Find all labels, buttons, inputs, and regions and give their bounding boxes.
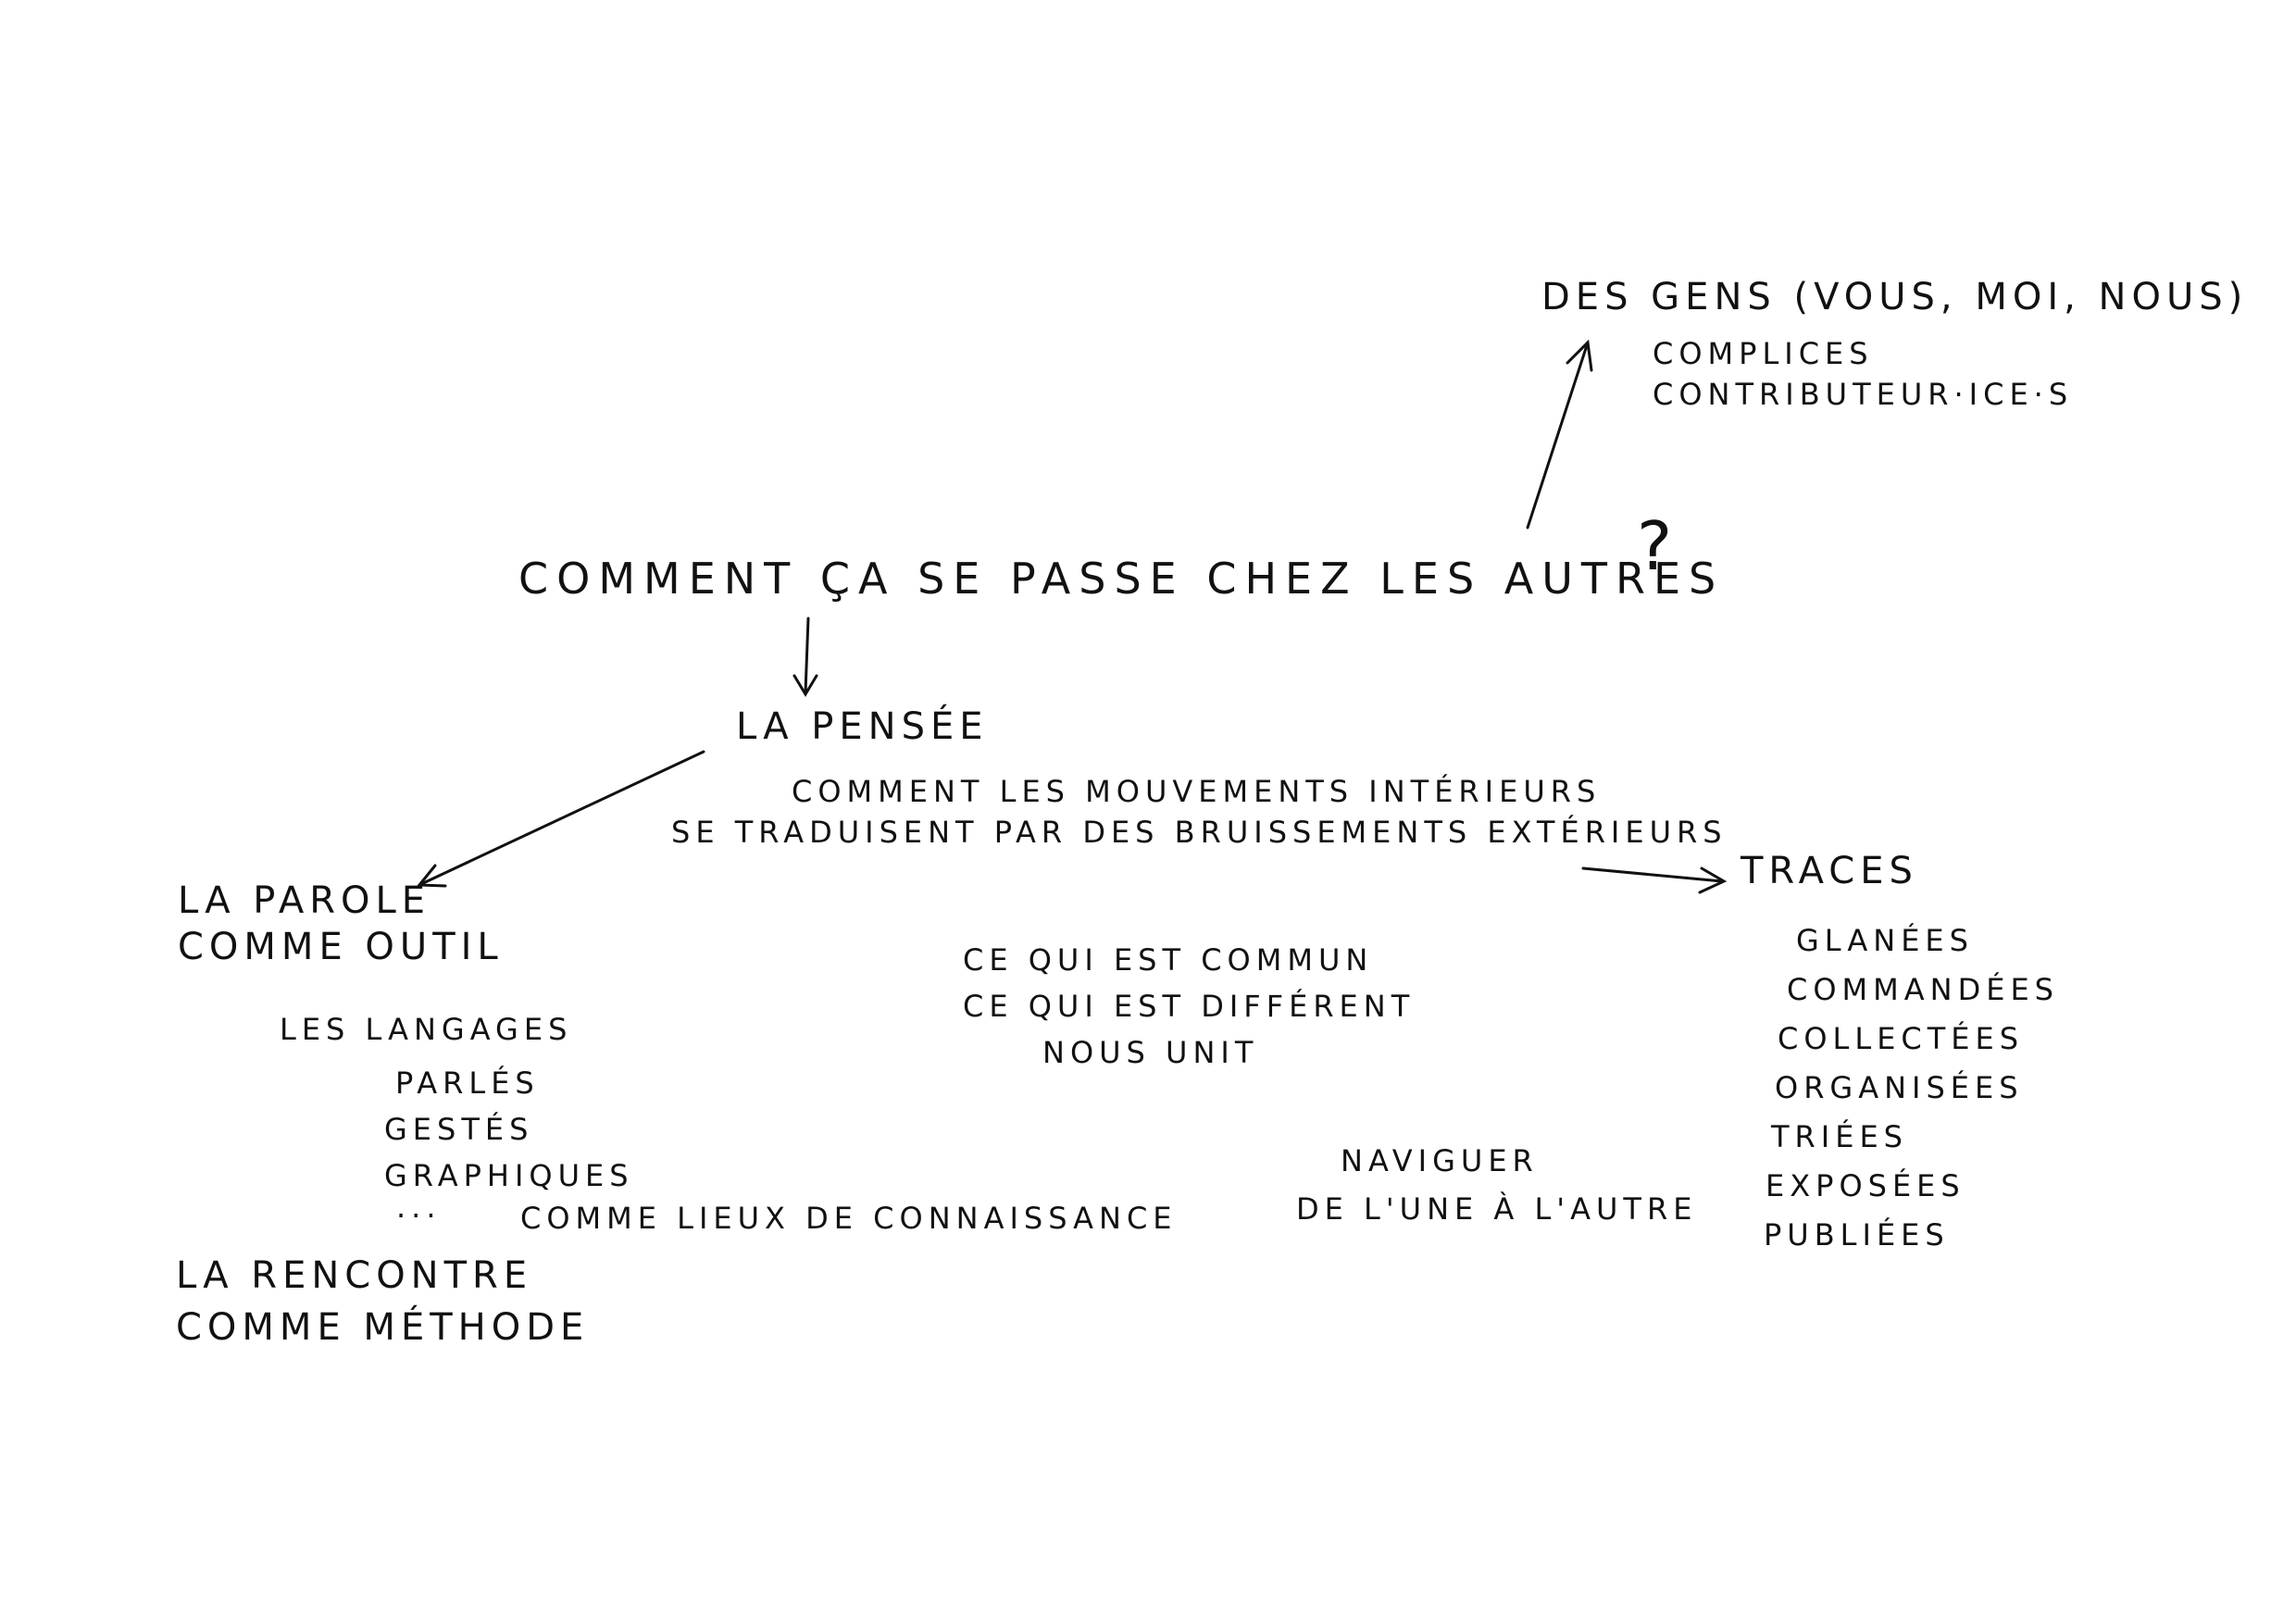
arrow-to-speech (419, 750, 705, 886)
traces-list: GLANÉES COMMANDÉES COLLECTÉES ORGANISÉES… (1764, 916, 2059, 1260)
arrow-to-thought-head (792, 674, 818, 697)
languages-ellipsis: ... (396, 1190, 442, 1225)
languages-list: PARLÉS GESTÉS GRAPHIQUES (384, 1060, 634, 1199)
central-question: COMMENT ÇA SE PASSE CHEZ LES AUTRES (518, 554, 1724, 604)
common-line: NOUS UNIT (1042, 1035, 1259, 1070)
people-title: DES GENS (VOUS, MOI, NOUS) (1541, 276, 2249, 318)
people-item: CONTRIBUTEUR·ICE·S (1653, 377, 2074, 412)
speech-line: COMME OUTIL (178, 926, 504, 968)
languages-suffix: COMME LIEUX DE CONNAISSANCE (520, 1201, 1178, 1236)
speech-line: LA PAROLE (178, 879, 431, 922)
arrow-to-people-head (1566, 339, 1593, 372)
languages-title: LES LANGAGES (280, 1012, 573, 1047)
central-question-text: COMMENT ÇA SE PASSE CHEZ LES AUTRES (518, 554, 1725, 604)
people-node: DES GENS (VOUS, MOI, NOUS) (1541, 276, 2248, 318)
traces-item: GLANÉES (1796, 923, 1974, 958)
traces-item: EXPOSÉES (1766, 1168, 1965, 1203)
traces-item: COMMANDÉES (1787, 972, 2059, 1007)
traces-item: PUBLIÉES (1764, 1217, 1950, 1252)
thought-line: SE TRADUISENT PAR DES BRUISSEMENTS EXTÉR… (671, 815, 1728, 850)
people-list: COMPLICES CONTRIBUTEUR·ICE·S (1653, 333, 2073, 415)
languages-item: GRAPHIQUES (384, 1158, 634, 1193)
thought-description: COMMENT LES MOUVEMENTS INTÉRIEURS SE TRA… (671, 771, 1728, 853)
arrow-to-traces-head (1698, 866, 1728, 894)
traces-item: ORGANISÉES (1775, 1070, 2024, 1105)
common-line: CE QUI EST COMMUN (963, 942, 1374, 978)
meeting-node: LA RENCONTRE COMME MÉTHODE (176, 1250, 589, 1353)
arrow-to-traces (1581, 866, 1724, 883)
meeting-line: LA RENCONTRE (176, 1254, 533, 1297)
arrow-to-people (1526, 341, 1590, 530)
meeting-line: COMME MÉTHODE (176, 1306, 590, 1349)
thought-line: COMMENT LES MOUVEMENTS INTÉRIEURS (792, 774, 1602, 809)
question-mark: ? (1637, 507, 1678, 585)
thought-title: LA PENSÉE (736, 705, 989, 748)
navigate-node: NAVIGUER DE L'UNE À L'AUTRE (1296, 1137, 1697, 1233)
common-line: CE QUI EST DIFFÉRENT (963, 989, 1416, 1024)
traces-item: TRIÉES (1771, 1119, 1908, 1154)
traces-title: TRACES (1741, 850, 1918, 892)
people-item: COMPLICES (1653, 336, 1874, 371)
languages-item: GESTÉS (384, 1112, 534, 1147)
arrow-to-thought (804, 617, 810, 694)
speech-node: LA PAROLE COMME OUTIL (178, 878, 504, 970)
navigate-line: DE L'UNE À L'AUTRE (1296, 1191, 1698, 1227)
navigate-line: NAVIGUER (1341, 1143, 1539, 1178)
common-node: CE QUI EST COMMUN CE QUI EST DIFFÉRENT N… (963, 937, 1415, 1076)
languages-item: PARLÉS (395, 1065, 540, 1101)
arrow-to-speech-head (416, 864, 447, 888)
traces-item: COLLECTÉES (1778, 1021, 2025, 1056)
